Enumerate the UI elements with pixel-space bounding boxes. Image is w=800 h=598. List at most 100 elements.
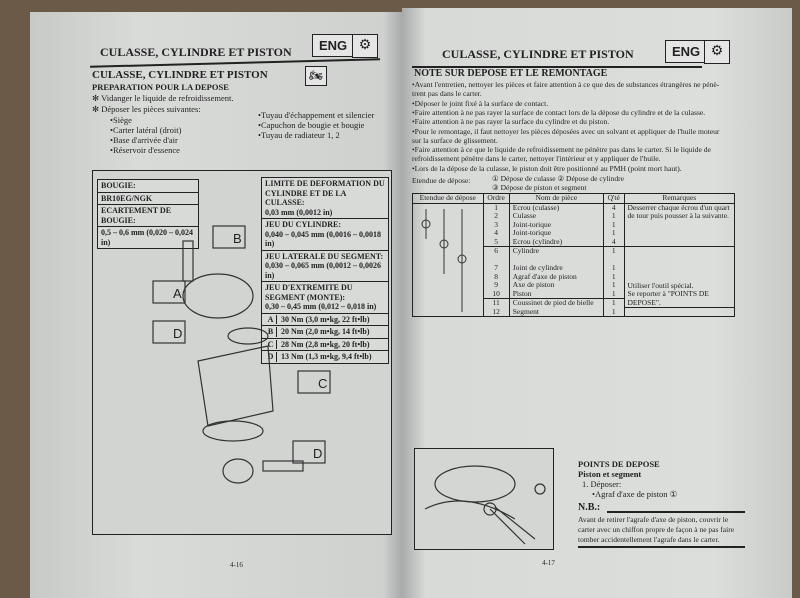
svg-text:A: A: [173, 286, 182, 301]
note-line: sur la surface de glissement.: [412, 135, 498, 145]
extent-label: Etendue de dépose:: [412, 176, 471, 185]
nb-rule: [607, 511, 745, 513]
qty-cell: 4: [602, 237, 624, 247]
left-page: CULASSE, CYLINDRE ET PISTON ENG ⚙ CULASS…: [30, 12, 402, 598]
order-cell: 5: [482, 237, 510, 247]
svg-text:D: D: [313, 446, 322, 461]
exploded-diagram: BOUGIE: BR10EG/NGK ECARTEMENT DE BOUGIE:…: [92, 170, 392, 535]
part-name-cell: Agraf d'axe de piston: [508, 272, 604, 281]
table-row: 1 Ecrou (culasse) 4 Desserrer chaque écr…: [413, 203, 734, 312]
note-line: •Avant l'entretien, nettoyer les pièces …: [412, 80, 720, 89]
part-item: •Tuyau de radiateur 1, 2: [258, 130, 340, 140]
extent-item: ③ Dépose de piston et segment: [492, 183, 587, 192]
svg-text:D: D: [173, 326, 182, 341]
remark-cell: Utiliser l'outil spécial.Se reporter à "…: [623, 246, 734, 308]
order-cell: 11: [482, 298, 510, 308]
qty-cell: 1: [602, 298, 624, 308]
nb-text: Avant de retirer l'agrafe d'axe de pisto…: [578, 515, 729, 524]
table-row: 2 Culasse 1: [413, 211, 734, 221]
part-name-cell: Joint-torique: [508, 228, 604, 238]
page-header: CULASSE, CYLINDRE ET PISTON: [442, 47, 634, 61]
order-cell: 1: [482, 203, 510, 212]
part-name-cell: Cylindre: [508, 246, 604, 264]
qty-cell: 1: [602, 280, 624, 290]
motorcycle-icon: 🏍: [305, 66, 327, 86]
table-header: Remarques: [623, 193, 734, 204]
table-row: 9 Axe de piston 1: [413, 280, 734, 290]
note-line: •Déposer le joint fixé à la surface de c…: [412, 98, 549, 108]
spec-label: ECARTEMENT DE BOUGIE:: [98, 205, 198, 227]
table-row: 12 Segment 1: [413, 307, 734, 316]
spec-ring-end-gap: JEU D'EXTREMITE DU SEGMENT (MONTE):0,30 …: [262, 282, 388, 314]
points-step: 1. Déposer:: [582, 479, 622, 489]
section-title: CULASSE, CYLINDRE ET PISTON: [92, 69, 268, 81]
part-name-cell: Coussinet de pied de bielle: [508, 298, 604, 308]
subtitle: PREPARATION POUR LA DEPOSE: [92, 82, 229, 92]
note-line: •Faire attention à ce que le liquide de …: [412, 145, 711, 155]
table-row: 8 Agraf d'axe de piston 1: [413, 272, 734, 281]
points-title: POINTS DE DEPOSE: [578, 459, 660, 469]
page-number: 4-16: [230, 561, 243, 569]
part-name-cell: Segment: [508, 307, 604, 316]
order-cell: 7: [482, 263, 510, 273]
table-row: 3 Joint-torique 1: [413, 220, 734, 229]
note-line: •Faire attention à ne pas rayer la surfa…: [412, 107, 706, 117]
note-line: •Faire attention à ne pas rayer la surfa…: [412, 117, 610, 127]
qty-cell: 1: [602, 263, 624, 273]
extent-item: ① Dépose de culasse ② Dépose de cylindre: [492, 174, 624, 183]
part-name-cell: Ecrou (culasse): [508, 203, 604, 212]
nb-rule-bottom: [578, 546, 745, 548]
spec-deformation: LIMITE DE DEFORMATION DU CYLINDRE ET DE …: [262, 178, 388, 219]
spark-plug-box: BOUGIE: BR10EG/NGK ECARTEMENT DE BOUGIE:…: [97, 179, 199, 249]
eng-badge: ENG: [665, 40, 708, 63]
spec-label: BOUGIE:: [98, 180, 198, 193]
right-page: CULASSE, CYLINDRE ET PISTON ENG ⚙ NOTE S…: [402, 8, 792, 598]
order-cell: 4: [482, 228, 510, 238]
extent-arrows: [413, 203, 483, 316]
part-item: •Réservoir d'essence: [110, 145, 180, 155]
order-cell: 12: [482, 307, 510, 316]
part-item: •Tuyau d'échappement et silencier: [258, 110, 375, 120]
points-item: •Agraf d'axe de piston ①: [592, 489, 678, 499]
part-name-cell: Piston: [508, 289, 604, 299]
part-name-cell: Ecrou (cylindre): [508, 237, 604, 247]
step: ✻ Déposer les pièces suivantes:: [92, 104, 201, 114]
qty-cell: 1: [602, 272, 624, 281]
spec-value: BR10EG/NGK: [98, 193, 198, 205]
qty-cell: 4: [602, 203, 624, 212]
remark-cell: [623, 307, 734, 316]
points-subtitle: Piston et segment: [578, 469, 642, 479]
table-row: 7 Joint de cylindre 1: [413, 263, 734, 273]
eng-badge: ENG: [312, 34, 355, 57]
engine-icon: ⚙: [352, 34, 378, 58]
table-header: Nom de pièce: [508, 193, 604, 204]
nb-text: tomber accidentellement l'agrafe dans le…: [578, 535, 720, 544]
qty-cell: 1: [602, 307, 624, 316]
nb-text: carter avec un chiffon propre de façon à…: [578, 525, 735, 534]
table-row: 10 Piston 1: [413, 289, 734, 299]
specs-box: LIMITE DE DEFORMATION DU CYLINDRE ET DE …: [261, 177, 389, 364]
part-name-cell: Joint de cylindre: [508, 263, 604, 273]
order-cell: 8: [482, 272, 510, 281]
table-header: Q'té: [602, 193, 624, 204]
table-row: 6 Cylindre 1 Utiliser l'outil spécial.Se…: [413, 246, 734, 308]
page-header: CULASSE, CYLINDRE ET PISTON: [100, 45, 292, 59]
remark-cell: Desserrer chaque écrou d'un quart de tou…: [623, 203, 734, 247]
part-name-cell: Axe de piston: [508, 280, 604, 290]
note-line: •Pour le remontage, il faut nettoyer les…: [412, 126, 720, 136]
table-header: Ordre: [482, 193, 510, 204]
qty-cell: 1: [602, 228, 624, 238]
table-row: 5 Ecrou (cylindre) 4: [413, 237, 734, 247]
spec-ring-side: JEU LATERALE DU SEGMENT:0,030 – 0,065 mm…: [262, 251, 388, 282]
pliers-drawing: [424, 465, 546, 545]
spec-value: 0,5 – 0,6 mm (0,020 – 0,024 in): [101, 228, 193, 247]
qty-cell: 1: [602, 289, 624, 299]
table-row: 11 Coussinet de pied de bielle 1: [413, 298, 734, 308]
page-number: 4-17: [542, 559, 555, 567]
part-item: •Siège: [110, 115, 132, 125]
